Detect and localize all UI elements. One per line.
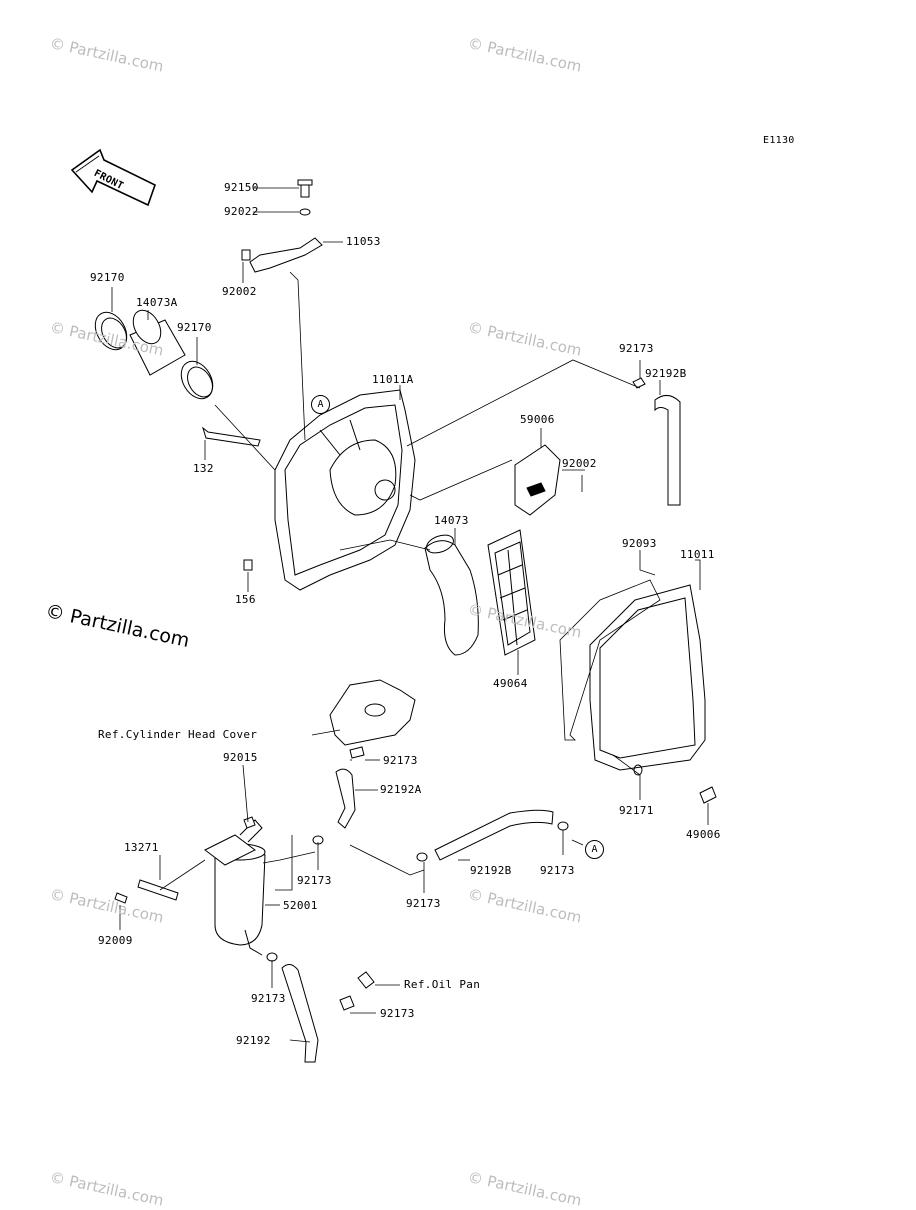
front-arrow-icon (70, 148, 156, 207)
part-label-49006[interactable]: 49006 (686, 828, 721, 841)
part-label-92192A[interactable]: 92192A (380, 783, 422, 796)
part-label-11011A[interactable]: 11011A (372, 373, 414, 386)
part-label-92009[interactable]: 92009 (98, 934, 133, 947)
part-label-92015[interactable]: 92015 (223, 751, 258, 764)
air-cleaner-housing-11011A (274, 389, 416, 591)
part-label-92002[interactable]: 92002 (562, 457, 597, 470)
part-label-92173[interactable]: 92173 (380, 1007, 415, 1020)
bracket-assembly (241, 179, 323, 273)
part-label-14073[interactable]: 14073 (434, 514, 469, 527)
part-label-13271[interactable]: 13271 (124, 841, 159, 854)
intake-tube-assembly (94, 309, 214, 400)
part-label-92192B[interactable]: 92192B (645, 367, 687, 380)
part-label-92173[interactable]: 92173 (297, 874, 332, 887)
hose-92192B-top (632, 377, 681, 506)
part-label-52001[interactable]: 52001 (283, 899, 318, 912)
part-label-49064[interactable]: 49064 (493, 677, 528, 690)
ref-oil-pan: Ref.Oil Pan (404, 978, 481, 991)
part-label-92150[interactable]: 92150 (224, 181, 259, 194)
part-label-92173[interactable]: 92173 (406, 897, 441, 910)
elbow-duct-14073 (424, 534, 479, 656)
hose-92192B-low (434, 809, 554, 861)
part-label-11053[interactable]: 11053 (346, 235, 381, 248)
plate-59006 (514, 444, 561, 516)
part-label-11011[interactable]: 11011 (680, 548, 715, 561)
part-label-156[interactable]: 156 (235, 593, 256, 606)
marker-a: A (311, 395, 330, 414)
hose-92192 (281, 964, 375, 1063)
bracket-13271 (114, 879, 179, 904)
part-label-14073A[interactable]: 14073A (136, 296, 178, 309)
clamps-92173 (243, 764, 717, 962)
marker-a: A (585, 840, 604, 859)
part-label-92171[interactable]: 92171 (619, 804, 654, 817)
part-label-92170[interactable]: 92170 (177, 321, 212, 334)
part-label-92173[interactable]: 92173 (540, 864, 575, 877)
cylinder-head-cover (329, 679, 416, 759)
bolts (202, 426, 261, 571)
part-label-132[interactable]: 132 (193, 462, 214, 475)
separator-tank-52001 (204, 819, 266, 956)
diagram-code: E1130 (763, 135, 795, 146)
part-label-92173[interactable]: 92173 (251, 992, 286, 1005)
part-label-92002[interactable]: 92002 (222, 285, 257, 298)
leader-lines (111, 187, 709, 1043)
part-label-92093[interactable]: 92093 (622, 537, 657, 550)
part-label-92192[interactable]: 92192 (236, 1034, 271, 1047)
air-cleaner-cover-11011 (559, 579, 706, 771)
screen-49064 (487, 529, 536, 656)
part-label-92170[interactable]: 92170 (90, 271, 125, 284)
part-label-92192B[interactable]: 92192B (470, 864, 512, 877)
part-label-92173[interactable]: 92173 (383, 754, 418, 767)
part-label-92173[interactable]: 92173 (619, 342, 654, 355)
part-label-59006[interactable]: 59006 (520, 413, 555, 426)
hose-92192A (335, 768, 356, 829)
part-label-92022[interactable]: 92022 (224, 205, 259, 218)
ref-cylinder-head-cover: Ref.Cylinder Head Cover (98, 728, 258, 741)
